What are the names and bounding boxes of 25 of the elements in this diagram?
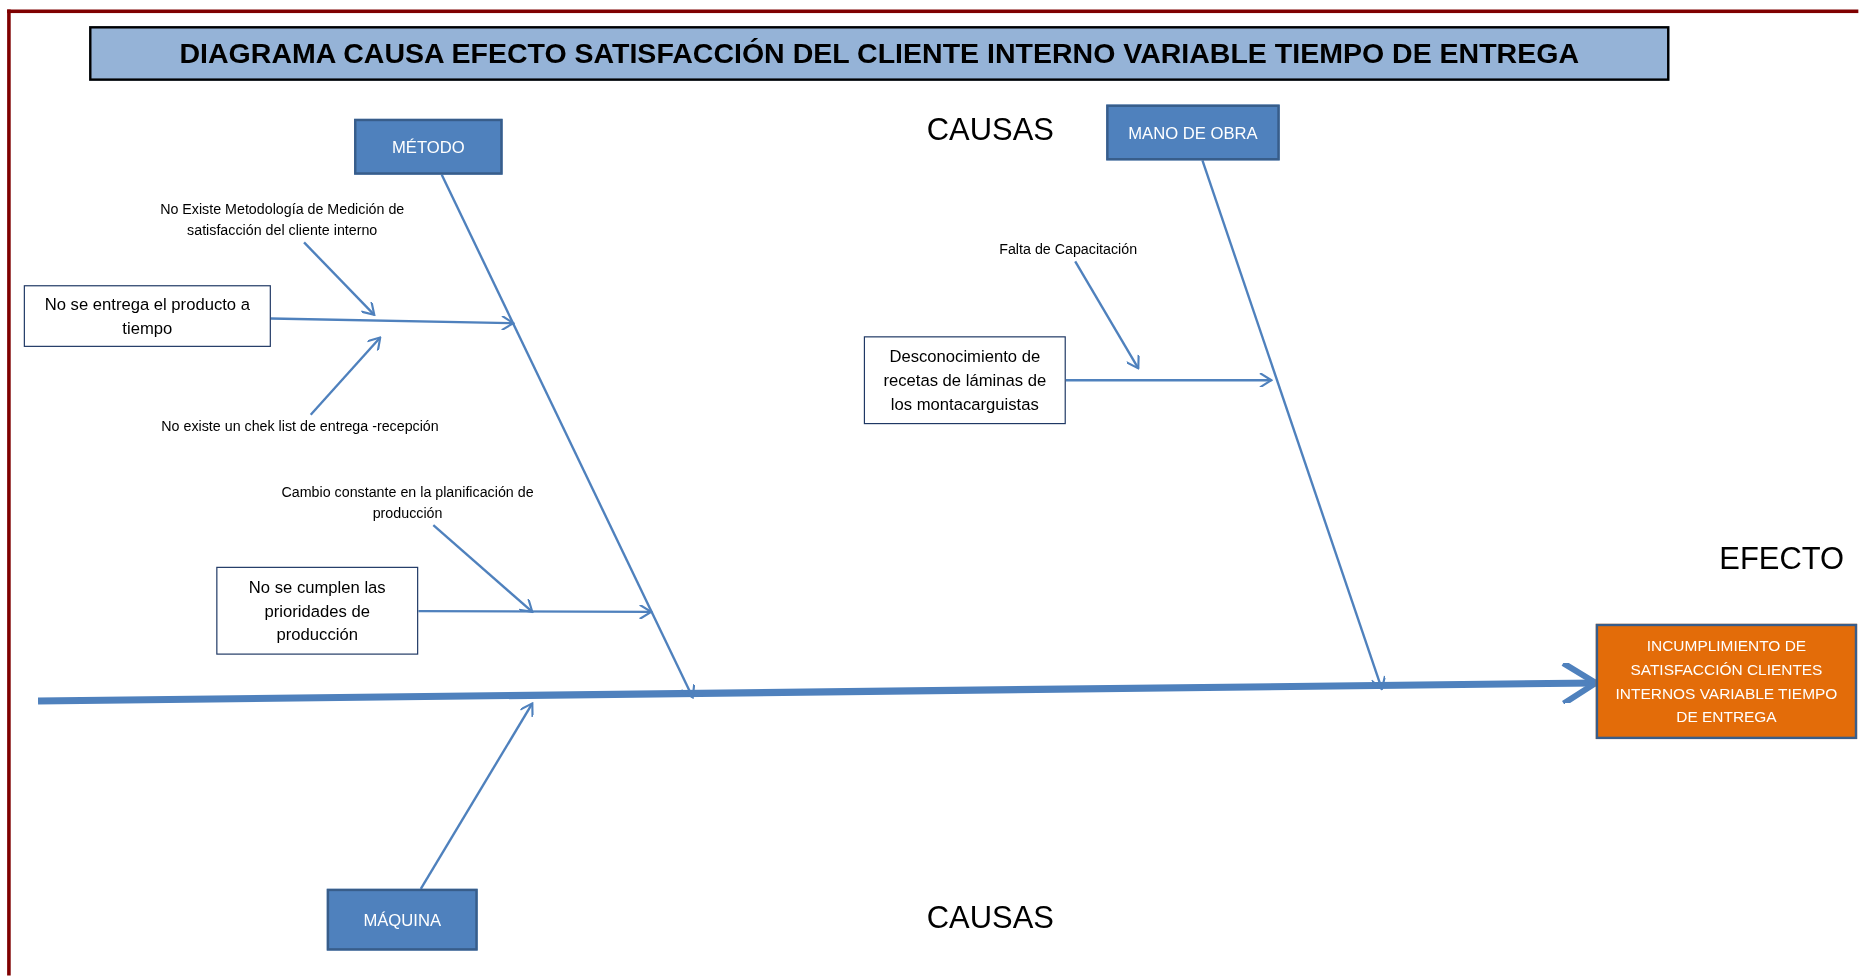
arrow	[432, 524, 534, 613]
arrow	[419, 702, 534, 890]
arrow	[303, 241, 376, 316]
cause-box: Desconocimiento de recetas de láminas de los montacarguistas	[863, 336, 1066, 425]
arrow	[418, 603, 653, 621]
arrow	[1201, 160, 1387, 691]
cause-text: Cambio constante en la planificación de producción	[261, 480, 554, 526]
section-heading: CAUSAS	[926, 111, 1054, 149]
category-box: MANO DE OBRA	[1106, 104, 1280, 161]
section-heading: EFECTO	[1719, 540, 1845, 578]
arrow	[309, 336, 382, 416]
cause-text: No Existe Metodología de Medición de satisfacción del cliente interno	[136, 197, 428, 243]
cause-text: Falta de Capacitación	[981, 237, 1155, 262]
cause-text: No existe un chek list de entrega -recepción	[136, 414, 464, 439]
section-heading: CAUSAS	[926, 899, 1054, 937]
arrow	[1065, 372, 1273, 389]
arrow	[270, 314, 515, 332]
effect-box: INCUMPLIMIENTO DE SATISFACCIÓN CLIENTES INTERNOS VARIABLE TIEMPO DE ENTREGA	[1595, 623, 1858, 740]
cause-box: No se cumplen las prioridades de producción	[216, 566, 419, 655]
arrow	[1074, 260, 1140, 370]
title-banner: DIAGRAMA CAUSA EFECTO SATISFACCIÓN DEL CLIENTE INTERNO VARIABLE TIEMPO DE ENTREGA	[89, 26, 1670, 81]
cause-box: No se entrega el producto a tiempo	[23, 285, 271, 347]
category-box: MÁQUINA	[326, 888, 478, 951]
category-box: MÉTODO	[354, 118, 503, 175]
arrow	[440, 174, 696, 699]
